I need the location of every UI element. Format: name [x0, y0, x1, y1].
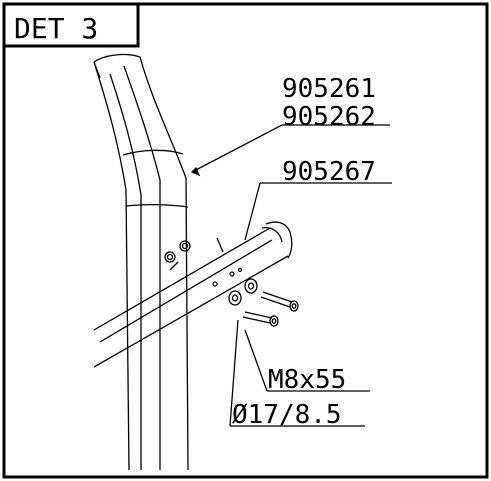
upright-tube — [93, 53, 189, 471]
bolt-m8x55 — [242, 291, 299, 327]
callout-905261: 905261 — [282, 74, 376, 104]
callout-905267: 905267 — [282, 157, 376, 187]
washer — [228, 278, 258, 306]
callout-905262: 905262 — [282, 102, 376, 132]
leader-lines — [169, 124, 392, 427]
title-box — [4, 4, 140, 48]
detail-title: DET 3 — [14, 12, 98, 45]
upright-bolts — [164, 240, 191, 263]
callout-bolt: M8x55 — [268, 365, 346, 395]
callout-washer: Ø17/8.5 — [232, 400, 342, 430]
crossbar-tube — [93, 221, 293, 368]
